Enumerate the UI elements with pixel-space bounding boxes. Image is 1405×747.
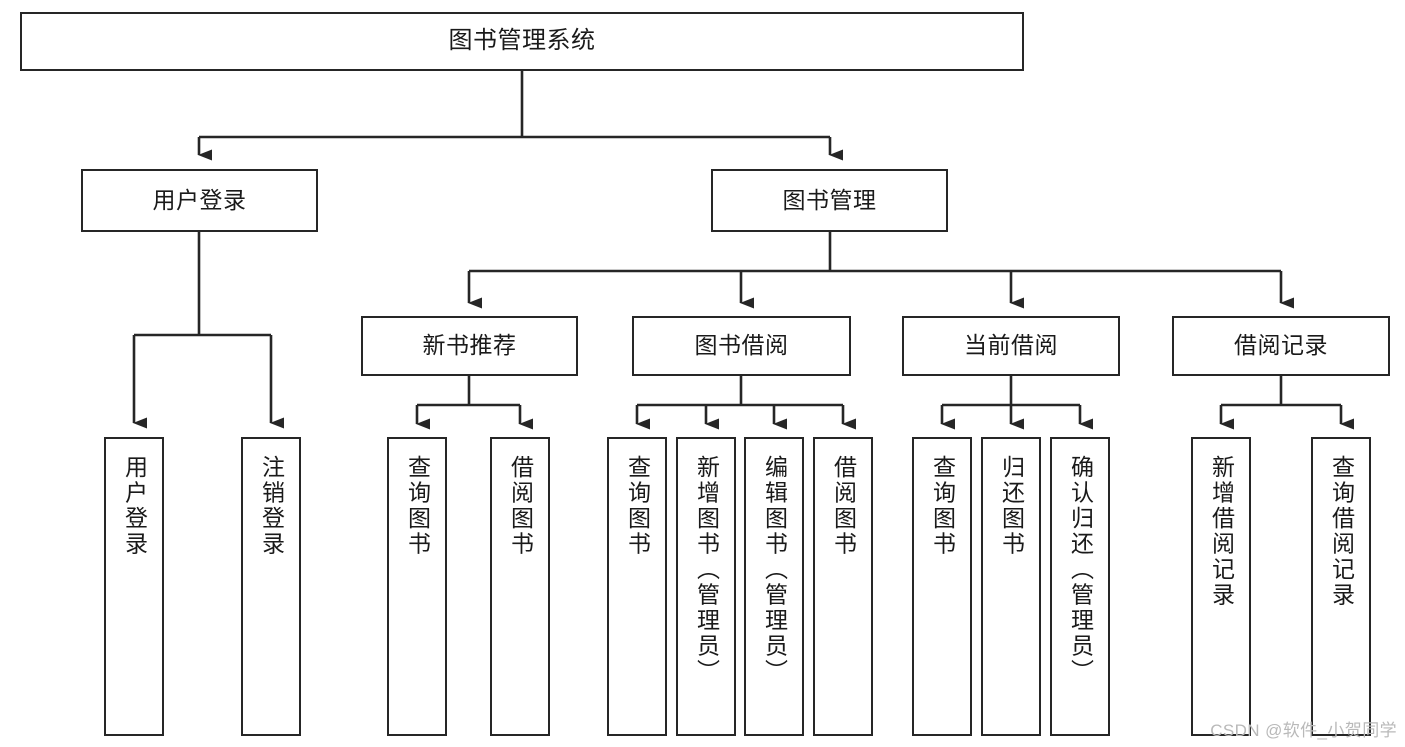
node-label: 新增图书（管理员）: [693, 455, 720, 685]
node-label: 归还图书: [998, 455, 1025, 557]
node-label: 查询借阅记录: [1328, 455, 1355, 608]
node-label: 注销登录: [258, 455, 285, 557]
node-label: 新书推荐: [422, 332, 517, 359]
node-label: 查询图书: [624, 455, 651, 557]
node-leaf-query-borrow-record[interactable]: 查询借阅记录: [1311, 437, 1371, 736]
node-label: 借阅图书: [830, 455, 857, 557]
node-leaf-borrow-book-recommend[interactable]: 借阅图书: [490, 437, 550, 736]
node-new-book-recommend[interactable]: 新书推荐: [361, 316, 578, 376]
node-leaf-add-book-admin[interactable]: 新增图书（管理员）: [676, 437, 736, 736]
node-leaf-query-book-recommend[interactable]: 查询图书: [387, 437, 447, 736]
node-label: 查询图书: [404, 455, 431, 557]
node-leaf-confirm-return-admin[interactable]: 确认归还（管理员）: [1050, 437, 1110, 736]
node-label: 图书借阅: [694, 332, 789, 359]
node-leaf-return-book[interactable]: 归还图书: [981, 437, 1041, 736]
node-book-borrow[interactable]: 图书借阅: [632, 316, 851, 376]
node-leaf-edit-book-admin[interactable]: 编辑图书（管理员）: [744, 437, 804, 736]
node-label: 新增借阅记录: [1208, 455, 1235, 608]
node-user-login[interactable]: 用户登录: [81, 169, 318, 232]
node-label: 借阅图书: [507, 455, 534, 557]
node-leaf-borrow-book[interactable]: 借阅图书: [813, 437, 873, 736]
watermark: CSDN @软件_小贺同学: [1210, 721, 1397, 740]
node-current-borrow[interactable]: 当前借阅: [902, 316, 1120, 376]
node-label: 借阅记录: [1234, 332, 1328, 359]
node-root-book-management-system[interactable]: 图书管理系统: [20, 12, 1024, 71]
node-leaf-logout-login[interactable]: 注销登录: [241, 437, 301, 736]
node-borrow-record[interactable]: 借阅记录: [1172, 316, 1390, 376]
node-leaf-query-book-current[interactable]: 查询图书: [912, 437, 972, 736]
node-label: 当前借阅: [964, 332, 1058, 359]
node-leaf-user-login[interactable]: 用户登录: [104, 437, 164, 736]
node-label: 用户登录: [121, 455, 148, 557]
node-label: 图书管理系统: [448, 27, 596, 55]
node-label: 确认归还（管理员）: [1067, 455, 1094, 685]
node-label: 查询图书: [929, 455, 956, 557]
node-label: 用户登录: [152, 186, 247, 213]
node-leaf-query-book-borrow[interactable]: 查询图书: [607, 437, 667, 736]
node-label: 编辑图书（管理员）: [761, 455, 788, 685]
node-book-manage[interactable]: 图书管理: [711, 169, 948, 232]
node-leaf-add-borrow-record[interactable]: 新增借阅记录: [1191, 437, 1251, 736]
node-label: 图书管理: [782, 186, 877, 213]
